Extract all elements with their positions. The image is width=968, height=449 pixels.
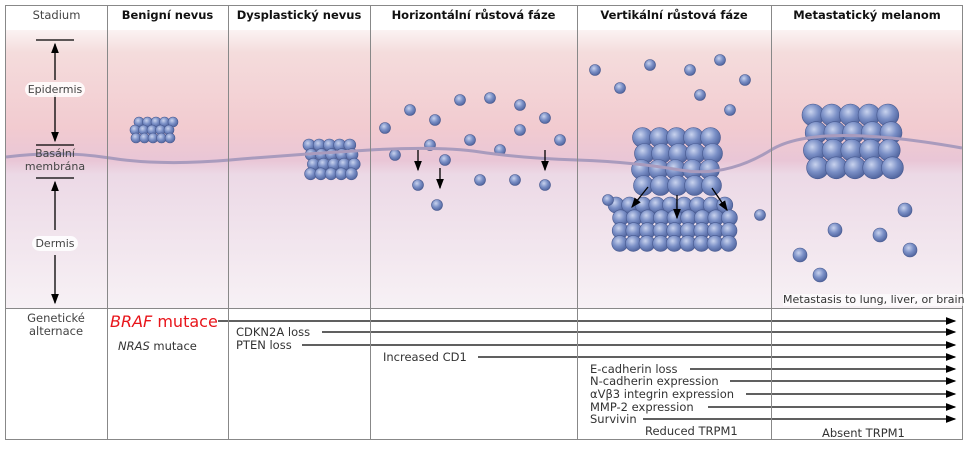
melanocyte-cell [827, 222, 843, 238]
braf-suffix: mutace [152, 312, 218, 331]
basal-membrane-label: Basální membrána [16, 147, 94, 173]
melanocyte-cell [539, 112, 551, 124]
nras-mutation: NRAS mutace [118, 340, 197, 352]
melanocyte-cell [614, 82, 626, 94]
genetic-row-label: Genetické alternace [10, 312, 102, 338]
melanocyte-cell [431, 199, 443, 211]
melanocyte-cell [602, 194, 614, 206]
e-cadherin-loss: E-cadherin loss [590, 362, 678, 376]
cdkn2a-loss: CDKN2A loss [236, 325, 311, 339]
melanocyte-cell [684, 64, 696, 76]
melanocyte-cell [881, 156, 904, 180]
genetic-label-line1: Genetické [27, 311, 85, 325]
header-metastatic-melanoma: Metastatický melanom [793, 8, 941, 22]
melanocyte-cell [454, 94, 466, 106]
invasion-arrow [631, 186, 649, 209]
melanocyte-cell [464, 134, 476, 146]
melanocyte-cell [554, 134, 566, 146]
melanocyte-cell [514, 99, 526, 111]
reduced-trpm1: Reduced TRPM1 [645, 424, 738, 438]
column-divider [107, 5, 108, 440]
column-divider [771, 5, 772, 440]
pten-loss: PTEN loss [236, 338, 292, 352]
melanocyte-cell [474, 174, 486, 186]
header-benign-nevus: Benigní nevus [121, 8, 214, 22]
braf-gene: BRAF [110, 312, 153, 331]
column-divider [370, 5, 371, 440]
melanocyte-cell [714, 54, 726, 66]
melanocyte-cell [694, 89, 706, 101]
melanocyte-cell [429, 114, 441, 126]
melanocyte-cell [164, 132, 176, 144]
melanocyte-cell [739, 74, 751, 86]
epidermis-label: Epidermis [24, 82, 86, 97]
melanocyte-cell [412, 179, 424, 191]
melanocyte-cell [509, 174, 521, 186]
basal-line2: membrána [24, 160, 86, 173]
melanocyte-cell [754, 209, 766, 221]
survivin: Survivin [590, 412, 637, 426]
melanocyte-cell [644, 59, 656, 71]
melanocyte-cell [404, 104, 416, 116]
melanocyte-cell [902, 242, 918, 258]
melanocyte-cell [792, 247, 808, 263]
absent-trpm1: Absent TRPM1 [822, 426, 905, 440]
melanocyte-cell [589, 64, 601, 76]
melanocyte-cell [701, 175, 722, 196]
metastasis-caption: Metastasis to lung, liver, or brain [783, 293, 965, 306]
header-vertical-growth: Vertikální růstová fáze [600, 8, 748, 22]
melanocyte-cell [345, 167, 358, 181]
column-divider [577, 5, 578, 440]
melanocyte-cell [439, 154, 451, 166]
melanocyte-cell [539, 179, 551, 191]
nras-gene: NRAS [118, 339, 150, 353]
mmp2-expression: MMP-2 expression [590, 400, 694, 414]
melanocyte-cell [484, 92, 496, 104]
nras-suffix: mutace [149, 339, 197, 353]
melanocyte-cell [872, 227, 888, 243]
avb3-integrin-expression: αVβ3 integrin expression [590, 387, 735, 401]
basal-line1: Basální [35, 147, 75, 160]
increased-cd1: Increased CD1 [383, 350, 467, 364]
n-cadherin-expression: N-cadherin expression [590, 374, 719, 388]
invasion-arrow [711, 187, 728, 212]
header-dysplastic-nevus: Dysplastický nevus [236, 8, 362, 22]
table-frame [5, 5, 963, 440]
stage-label: Stadium [32, 8, 81, 22]
dermis-label: Dermis [32, 236, 78, 251]
braf-mutation: BRAF mutace [110, 313, 218, 330]
row-divider [5, 308, 963, 309]
melanocyte-cell [897, 202, 913, 218]
melanocyte-cell [724, 104, 736, 116]
header-radial-growth: Horizontální růstová fáze [391, 8, 556, 22]
melanocyte-cell [379, 122, 391, 134]
melanocyte-cell [514, 124, 526, 136]
melanocyte-cell [812, 267, 828, 283]
genetic-label-line2: alternace [28, 324, 84, 338]
melanocyte-cell [720, 235, 737, 252]
column-divider [228, 5, 229, 440]
